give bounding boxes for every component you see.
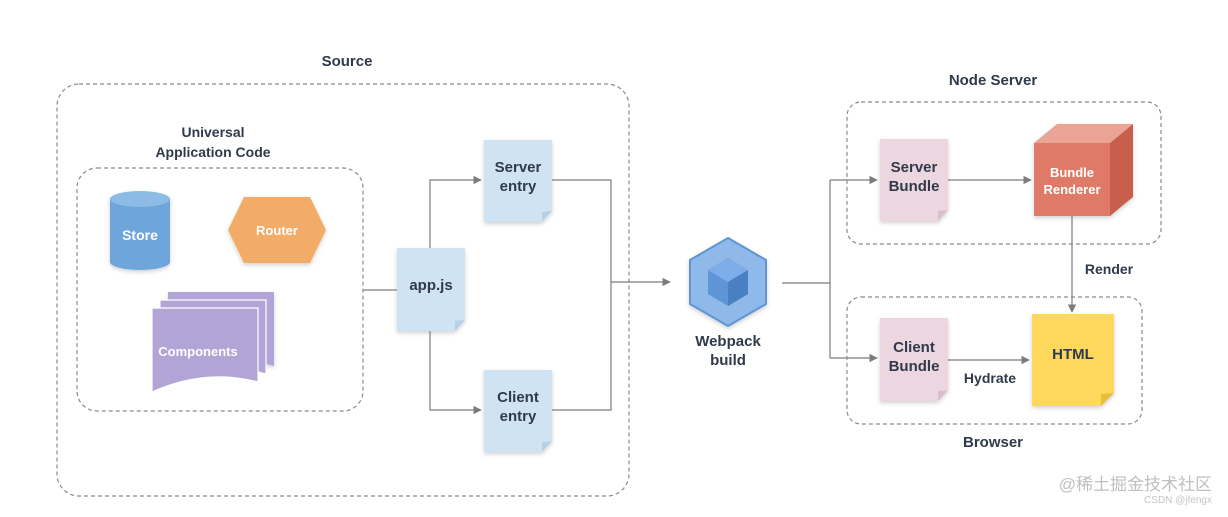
- server-entry-document-icon: [484, 140, 552, 222]
- webpack-label-line2: build: [710, 352, 746, 369]
- server-entry-line1: Server: [495, 159, 542, 176]
- renderer-label-line2: Renderer: [1043, 182, 1100, 197]
- entries-merge-connector: [552, 179, 612, 411]
- server-bundle-document-icon: [880, 139, 948, 221]
- store-label: Store: [122, 227, 158, 243]
- client-bundle-document-icon: [880, 318, 948, 401]
- appjs-document-icon: [397, 248, 465, 331]
- watermark-sub: CSDN @jfengx: [1144, 495, 1212, 506]
- webpack-logo-icon: [689, 236, 767, 328]
- server-entry-line2: entry: [500, 178, 537, 195]
- html-label: HTML: [1052, 346, 1094, 363]
- client-bundle-line2: Bundle: [889, 358, 940, 375]
- router-hexagon-icon: [228, 197, 326, 263]
- universal-title-line1: Universal: [181, 124, 244, 140]
- appjs-label: app.js: [409, 277, 452, 294]
- client-entry-document-icon: [484, 370, 552, 452]
- render-edge-label: Render: [1085, 261, 1134, 277]
- node-server-group-border: [846, 101, 1162, 245]
- universal-title-line2: Application Code: [155, 144, 270, 160]
- source-group-border: [56, 83, 630, 497]
- browser-title: Browser: [963, 434, 1023, 451]
- store-database-icon: [110, 191, 170, 270]
- client-entry-line1: Client: [497, 389, 539, 406]
- bundle-renderer-cube-icon: [1034, 124, 1133, 216]
- node-server-title: Node Server: [949, 72, 1038, 89]
- html-document-icon: [1032, 314, 1114, 406]
- appjs-to-server-entry-arrow: [429, 175, 482, 248]
- browser-group-border: [846, 296, 1143, 425]
- router-label: Router: [256, 223, 298, 238]
- watermark-main: @稀土掘金技术社区: [1059, 475, 1212, 494]
- client-bundle-line1: Client: [893, 339, 935, 356]
- server-bundle-line1: Server: [891, 159, 938, 176]
- hydrate-edge-label: Hydrate: [964, 370, 1016, 386]
- components-documents-icon: [151, 292, 274, 393]
- source-title: Source: [322, 53, 373, 70]
- webpack-label-line1: Webpack: [695, 333, 761, 350]
- renderer-label-line1: Bundle: [1050, 165, 1094, 180]
- appjs-to-client-entry-arrow: [429, 331, 482, 415]
- server-bundle-line2: Bundle: [889, 178, 940, 195]
- client-entry-line2: entry: [500, 408, 537, 425]
- components-label: Components: [158, 344, 237, 359]
